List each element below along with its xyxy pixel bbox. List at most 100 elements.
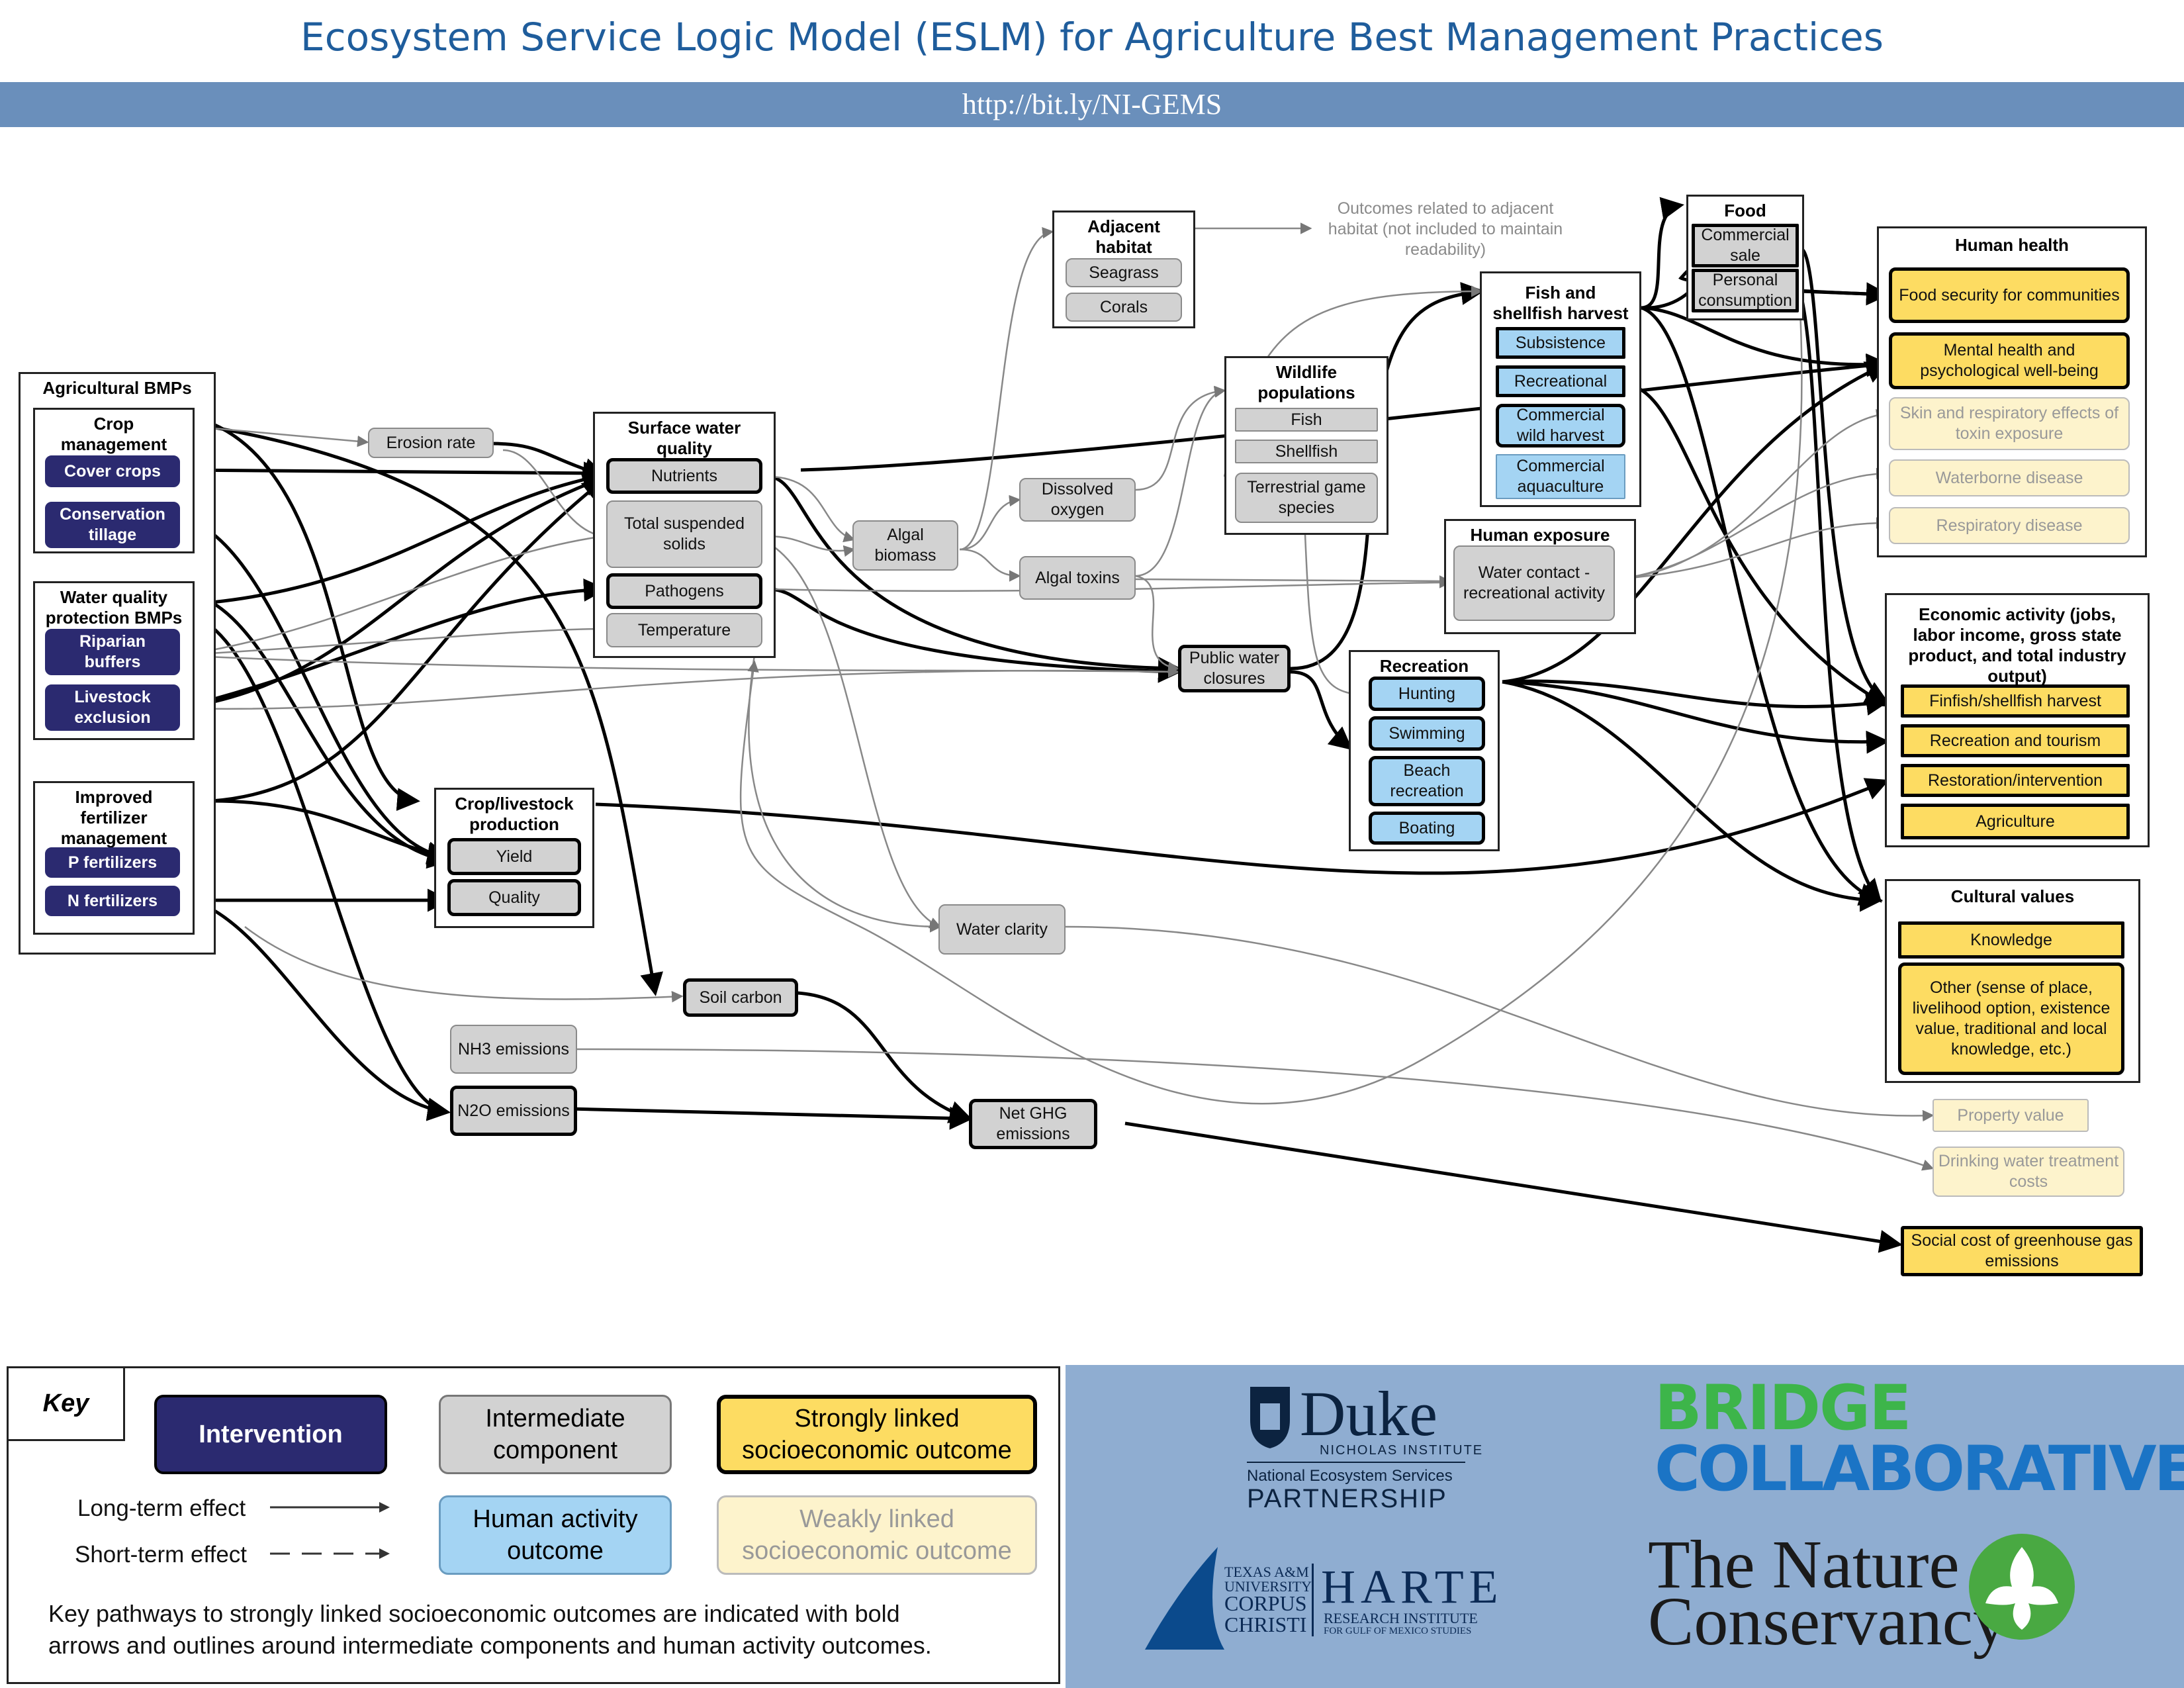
node-conservation-tillage[interactable]: Conservation tillage	[45, 502, 180, 548]
node-terrestrial-game[interactable]: Terrestrial game species	[1235, 473, 1378, 523]
tamu-line-1: TEXAS A&M	[1224, 1564, 1309, 1580]
arrow	[211, 467, 607, 604]
arrow	[178, 514, 451, 867]
arrow	[1065, 925, 1934, 1122]
arrow	[244, 926, 684, 1003]
node-swimming[interactable]: Swimming	[1369, 716, 1485, 751]
legend-short-term: Short-term effect	[75, 1542, 248, 1568]
arrow	[959, 227, 1054, 551]
node-water-contact[interactable]: Water contact - recreational activity	[1453, 545, 1615, 621]
node-commercial-sale[interactable]: Commercial sale	[1692, 224, 1799, 267]
sail-icon	[1145, 1547, 1224, 1650]
tnc-line-2: Conservancy	[1648, 1583, 2007, 1660]
partner-logos: Duke NICHOLAS INSTITUTE National Ecosyst…	[1066, 1365, 2184, 1688]
arrow	[191, 614, 451, 1121]
arrow	[191, 422, 663, 996]
node-net-ghg-emissions[interactable]: Net GHG emissions	[969, 1099, 1097, 1149]
node-quality[interactable]: Quality	[447, 879, 581, 916]
node-cover-crops[interactable]: Cover crops	[45, 455, 180, 487]
node-n2o-emissions[interactable]: N2O emissions	[450, 1086, 577, 1136]
legend-short-arrowhead	[379, 1548, 390, 1559]
node-waterborne-disease[interactable]: Waterborne disease	[1889, 459, 2130, 496]
duke-logo[interactable]: Duke NICHOLAS INSTITUTE National Ecosyst…	[1247, 1378, 1485, 1513]
legend-label: Key	[9, 1368, 125, 1441]
note-adjacent-habitat: Outcomes related to adjacent habitat (no…	[1328, 199, 1563, 259]
node-personal-consumption[interactable]: Personal consumption	[1692, 269, 1799, 312]
node-nutrients[interactable]: Nutrients	[606, 458, 762, 494]
harte-sub-2: FOR GULF OF MEXICO STUDIES	[1324, 1626, 1472, 1636]
node-shellfish[interactable]: Shellfish	[1235, 440, 1378, 463]
url-banner[interactable]: http://bit.ly/NI-GEMS	[0, 82, 2184, 127]
node-riparian-buffers[interactable]: Riparian buffers	[45, 629, 180, 675]
arrow	[959, 548, 1021, 582]
duke-sub: NICHOLAS INSTITUTE	[1320, 1443, 1484, 1458]
node-recreation-tourism[interactable]: Recreation and tourism	[1901, 724, 2130, 757]
node-boating[interactable]: Boating	[1369, 812, 1485, 845]
node-subsistence[interactable]: Subsistence	[1496, 327, 1625, 359]
arrow	[1502, 361, 1889, 684]
arrow	[1134, 386, 1226, 577]
arrow	[569, 1106, 973, 1130]
node-fish[interactable]: Fish	[1235, 408, 1378, 432]
nature-conservancy-logo[interactable]: The Nature Conservancy	[1648, 1530, 2098, 1669]
arrow	[767, 535, 856, 557]
node-restoration-intervention[interactable]: Restoration/intervention	[1901, 764, 2130, 797]
node-dissolved-oxygen[interactable]: Dissolved oxygen	[1019, 478, 1136, 522]
node-total-suspended-solids[interactable]: Total suspended solids	[606, 500, 762, 568]
arrow	[1502, 680, 1889, 754]
bridge-collaborative-logo[interactable]: BRIDGE COLLABORATIVE	[1655, 1378, 2184, 1501]
legend-footnote-2: arrows and outlines around intermediate …	[48, 1632, 932, 1659]
node-p-fertilizers[interactable]: P fertilizers	[45, 847, 180, 878]
tamucc-harte-logo[interactable]: TEXAS A&M UNIVERSITY CORPUS CHRISTI HART…	[1138, 1544, 1509, 1656]
node-agriculture[interactable]: Agriculture	[1901, 804, 2130, 839]
url-link[interactable]: http://bit.ly/NI-GEMS	[962, 88, 1222, 120]
arrow	[1799, 246, 1889, 704]
node-yield[interactable]: Yield	[447, 838, 581, 875]
nesp-rule	[1247, 1462, 1465, 1463]
arrow	[595, 778, 1889, 875]
node-hunting[interactable]: Hunting	[1369, 677, 1485, 711]
node-skin-respiratory[interactable]: Skin and respiratory effects of toxin ex…	[1889, 397, 2130, 450]
legend-long-arrowhead	[379, 1502, 390, 1513]
node-algal-biomass[interactable]: Algal biomass	[852, 520, 958, 571]
node-knowledge[interactable]: Knowledge	[1898, 921, 2124, 959]
node-food-security[interactable]: Food security for communities	[1889, 267, 2130, 323]
arrow	[191, 898, 451, 1121]
node-pathogens[interactable]: Pathogens	[606, 573, 762, 609]
arrow	[1290, 670, 1353, 751]
node-n-fertilizers[interactable]: N fertilizers	[45, 886, 180, 916]
node-temperature[interactable]: Temperature	[606, 613, 762, 647]
node-erosion-rate[interactable]: Erosion rate	[368, 428, 494, 458]
group-title: Wildlife populations	[1257, 362, 1355, 402]
node-water-clarity[interactable]: Water clarity	[938, 904, 1066, 955]
node-algal-toxins[interactable]: Algal toxins	[1019, 556, 1136, 600]
node-soil-carbon[interactable]: Soil carbon	[683, 978, 798, 1017]
node-other-cultural[interactable]: Other (sense of place, livelihood option…	[1898, 962, 2124, 1075]
arrow	[1621, 382, 1889, 707]
arrow	[489, 442, 607, 481]
node-social-cost-ghg[interactable]: Social cost of greenhouse gas emissions	[1901, 1226, 2143, 1276]
node-nh3-emissions[interactable]: NH3 emissions	[450, 1025, 577, 1074]
group-title: Water quality protection BMPs	[45, 587, 183, 628]
arrow	[502, 449, 606, 541]
node-finfish-harvest[interactable]: Finfish/shellfish harvest	[1901, 684, 2130, 718]
node-livestock-exclusion[interactable]: Livestock exclusion	[45, 684, 180, 731]
node-corals[interactable]: Corals	[1066, 293, 1182, 322]
node-seagrass[interactable]: Seagrass	[1066, 258, 1182, 287]
node-property-value[interactable]: Property value	[1933, 1099, 2089, 1132]
node-public-water-closures[interactable]: Public water closures	[1178, 645, 1291, 692]
node-commercial-aquaculture[interactable]: Commercial aquaculture	[1496, 454, 1625, 499]
arrow	[767, 475, 856, 543]
node-mental-health[interactable]: Mental health and psychological well-bei…	[1889, 332, 2130, 389]
node-commercial-wild-harvest[interactable]: Commercial wild harvest	[1496, 404, 1625, 447]
node-respiratory-disease[interactable]: Respiratory disease	[1889, 507, 2130, 544]
group-title: Human exposure	[1470, 525, 1610, 545]
node-recreational[interactable]: Recreational	[1496, 365, 1625, 397]
arrow	[178, 578, 607, 710]
arrow	[1124, 1121, 1903, 1253]
node-drinking-water-costs[interactable]: Drinking water treatment costs	[1933, 1147, 2124, 1197]
node-beach-recreation[interactable]: Beach recreation	[1369, 756, 1485, 806]
arrow	[767, 587, 1181, 683]
group-title: Crop management	[60, 414, 167, 454]
